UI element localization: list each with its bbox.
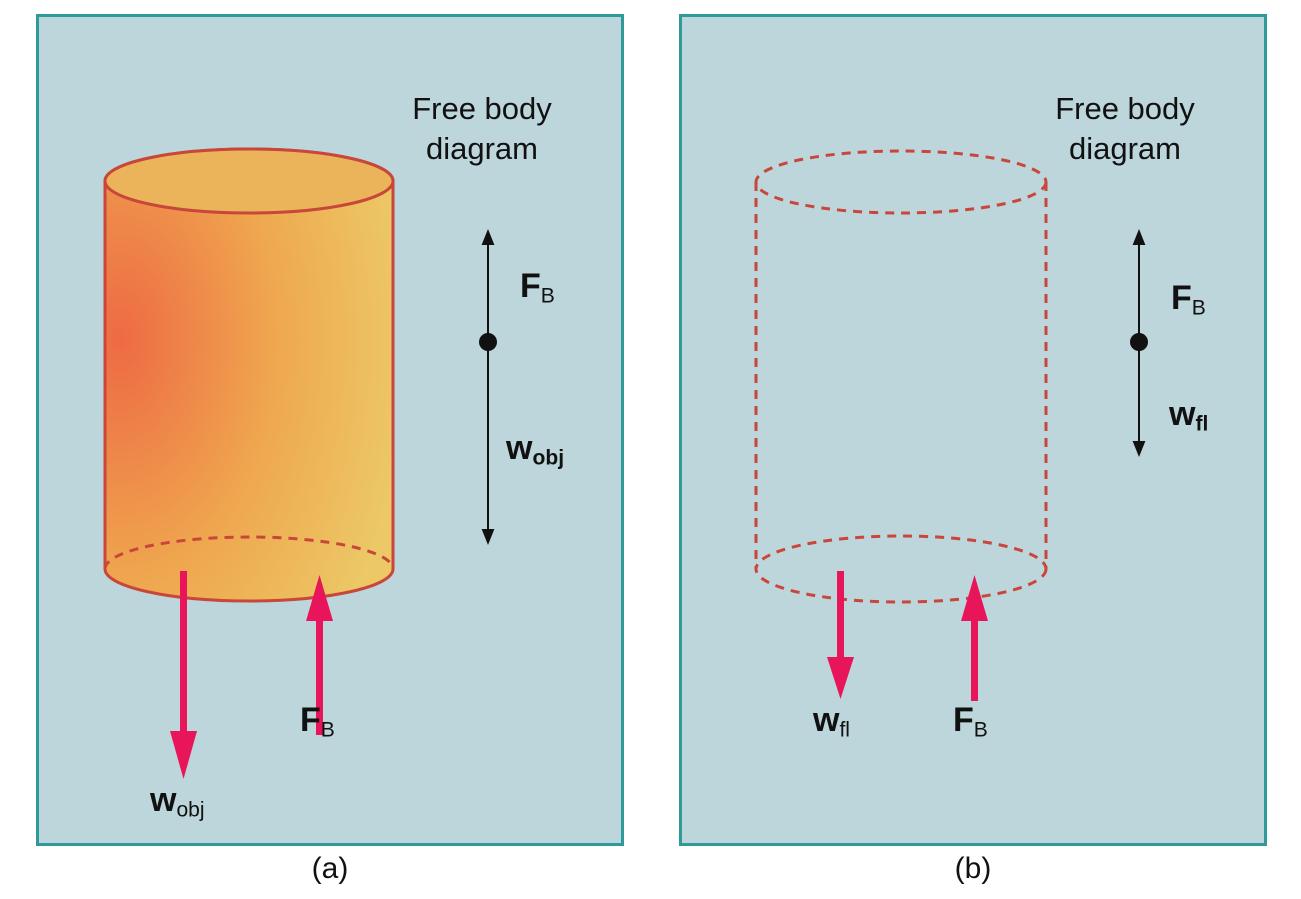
displaced-fluid-outline — [754, 149, 1048, 604]
cylinder-top — [103, 147, 395, 215]
buoyant-arrow-label-b: FB — [953, 701, 988, 742]
fbd-title: Free body diagram — [372, 89, 592, 169]
panel-a: Free body diagram FB wobj wobj FB — [36, 14, 624, 846]
fbd-title-line1: Free body — [412, 91, 552, 126]
weight-arrow-label: wobj — [150, 781, 205, 822]
cylinder-bottom-hidden-edge — [103, 535, 395, 570]
weight-arrow — [170, 571, 197, 779]
fbd-buoyant-symbol: F — [520, 267, 541, 305]
fbd-buoyant-subscript: B — [540, 284, 555, 308]
fbd-title-line2: diagram — [426, 131, 538, 166]
buoyant-force-arrow-b — [961, 575, 988, 701]
fbd-weight-symbol: w — [506, 429, 533, 467]
fbd-weight-subscript-b: fl — [1195, 412, 1209, 436]
fbd-title-b: Free body diagram — [1015, 89, 1235, 169]
fbd-weight-label-b: wfl — [1169, 395, 1208, 436]
fbd-buoyant-label: FB — [520, 267, 555, 308]
weight-arrow-subscript: obj — [176, 798, 205, 822]
fbd-weight-symbol-b: w — [1169, 395, 1196, 433]
fbd-buoyant-label-b: FB — [1171, 279, 1206, 320]
fbd-buoyant-subscript-b: B — [1191, 296, 1206, 320]
fbd-point-b — [1130, 333, 1148, 351]
buoyant-arrow-label: FB — [300, 701, 335, 742]
fbd-title-b-line2: diagram — [1069, 131, 1181, 166]
buoyant-force-arrow — [306, 575, 333, 735]
fbd-weight-subscript: obj — [532, 446, 565, 470]
fbd-weight-label: wobj — [506, 429, 564, 470]
weight-arrow-symbol: w — [150, 781, 177, 819]
panel-b: Free body diagram FB wfl wfl FB — [679, 14, 1267, 846]
fluid-weight-arrow — [827, 571, 854, 699]
caption-a: (a) — [311, 852, 349, 885]
buoyant-arrow-symbol: F — [300, 701, 321, 739]
buoyant-arrow-symbol-b: F — [953, 701, 974, 739]
fbd-point — [479, 333, 497, 351]
caption-b: (b) — [954, 852, 992, 885]
fbd-buoyant-symbol-b: F — [1171, 279, 1192, 317]
fluid-weight-arrow-subscript: fl — [839, 718, 850, 742]
panel-a-drawing — [103, 147, 497, 779]
fbd-title-b-line1: Free body — [1055, 91, 1195, 126]
fluid-weight-arrow-symbol: w — [813, 701, 840, 739]
panel-b-drawing — [754, 149, 1148, 701]
cylinder-body — [103, 147, 395, 603]
fluid-weight-arrow-label: wfl — [813, 701, 850, 742]
buoyant-arrow-subscript-b: B — [973, 718, 988, 742]
buoyant-arrow-subscript: B — [320, 718, 335, 742]
